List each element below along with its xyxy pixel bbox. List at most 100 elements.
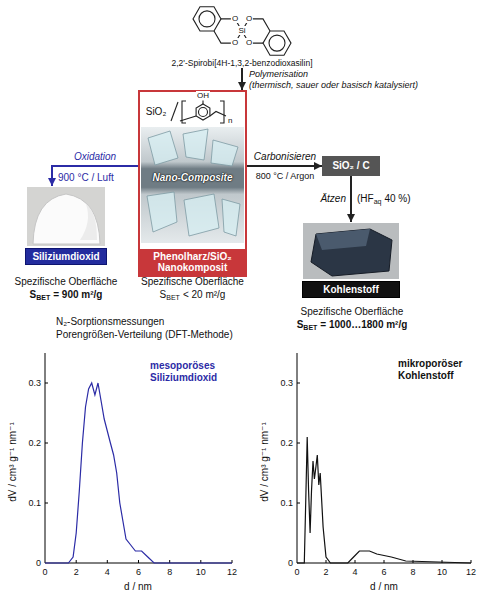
surface-value: = 900 m²/g: [53, 289, 102, 300]
glass-shard: [147, 192, 177, 232]
photo-caption: Nano-Composite: [153, 172, 233, 183]
label-row: 8: [410, 567, 415, 578]
label-row: 0.2: [280, 438, 293, 449]
tick-label: 6: [381, 567, 386, 577]
tick-label: 0: [294, 567, 299, 577]
atom-label: Si: [237, 26, 246, 35]
label-row: 2: [323, 567, 328, 578]
phenol-ring: [196, 104, 210, 120]
edge-label: Carbonisieren: [254, 151, 316, 163]
aromatic-circle: [269, 35, 285, 51]
polymer-bracket: [182, 101, 186, 123]
label-row: 800 °C / Argon: [256, 171, 315, 182]
composite-photo: [141, 127, 244, 243]
tick-label: 4: [105, 567, 110, 577]
axis-title: d / nm: [370, 581, 398, 592]
surface-value: BET: [36, 294, 50, 301]
atom-label: O: [245, 38, 253, 47]
surface-value: = 1000…1800 m²/g: [320, 319, 407, 330]
node-label: Siliziumdioxid: [25, 248, 107, 265]
label-row: dV / cm³ g⁻¹ nm⁻¹: [259, 422, 271, 501]
label-row: O: [231, 39, 239, 47]
intermediate-box: SiO₂ / C: [322, 156, 380, 176]
label-row: Spezifische Oberfläche: [301, 306, 404, 318]
tick-label: 4: [352, 567, 357, 577]
tick-label: 0.3: [280, 378, 293, 388]
silica-shading: [80, 204, 97, 240]
label-row: n: [228, 116, 232, 125]
product-panel: Siliziumdioxid: [25, 186, 107, 265]
node-label: Kohlenstoff: [302, 281, 400, 298]
label-row: Spezifische Oberfläche: [141, 276, 244, 288]
condition-label: 40 %): [384, 193, 410, 204]
surface-label: Spezifische Oberfläche: [141, 276, 244, 287]
label-row: 10: [437, 567, 447, 578]
label-row: SiO₂: [146, 106, 167, 118]
glass-shard: [184, 194, 219, 236]
label-row: (thermisch, sauer oder basisch katalysie…: [249, 80, 418, 91]
axis-title: d / nm: [124, 581, 152, 592]
label-row: 0.1: [280, 498, 293, 509]
atom-label: O: [231, 38, 239, 47]
tick-label: 10: [196, 567, 206, 577]
tick-label: 0: [288, 558, 293, 568]
tick-label: 8: [410, 567, 415, 577]
carbon-facet: [316, 229, 370, 250]
edge-label: Ätzen: [320, 193, 346, 205]
condition-label: (thermisch, sauer oder basisch katalysie…: [249, 80, 418, 90]
label-row: mikroporöser Kohlenstoff: [398, 358, 480, 382]
atom-label: O: [245, 14, 253, 23]
label-row: 12: [466, 567, 476, 578]
label-row: SBET< 20 m²/g: [160, 289, 226, 304]
label-row: d / nm: [124, 581, 152, 593]
surface-value: S: [297, 319, 304, 330]
glass-shard: [222, 199, 240, 236]
process-arrow: [247, 165, 322, 167]
tick-label: 0: [42, 567, 47, 577]
label-row: 4: [105, 567, 110, 578]
label-row: 6: [136, 567, 141, 578]
edge-label: Polymerisation: [249, 69, 308, 80]
label-row: OH: [196, 92, 210, 100]
silica-monolith: [33, 194, 100, 244]
condition-label: (HF: [357, 193, 374, 204]
label-row: O: [245, 39, 253, 47]
benzene-ring: [263, 31, 291, 55]
glass-shard: [148, 131, 178, 165]
tick-label: 0.3: [28, 378, 41, 388]
label-row: d / nm: [370, 581, 398, 593]
aromatic-circle: [199, 11, 215, 27]
tick-label: 10: [437, 567, 447, 577]
silica-photo: [27, 187, 105, 246]
label-row: 0: [288, 558, 293, 569]
tick-label: 12: [466, 567, 476, 577]
label-row: Si: [237, 27, 246, 35]
pore-size-curve: [45, 383, 232, 563]
label-row: 0.2: [28, 438, 41, 449]
label-row: SBET= 900 m²/g: [30, 289, 103, 304]
surface-label: Spezifische Oberfläche: [301, 306, 404, 317]
label-row: SBET= 1000…1800 m²/g: [297, 319, 408, 334]
process-arrow: [350, 176, 352, 222]
tick-label: 2: [74, 567, 79, 577]
label-row: O: [231, 15, 239, 23]
chart-axes: [45, 353, 232, 563]
label-row: Porengrößen-Verteilung (DFT-Methode): [56, 329, 233, 341]
polymer-bracket: [220, 101, 224, 123]
label-row: 0: [36, 558, 41, 569]
glass-shard: [183, 129, 208, 160]
surface-label: Spezifische Oberfläche: [15, 276, 118, 287]
label-row: 0: [42, 567, 47, 578]
atom-label: O: [231, 14, 239, 23]
tick-label: 0.2: [28, 438, 41, 448]
edge-label: Oxidation: [74, 151, 116, 163]
label-row: 900 °C / Luft: [58, 172, 114, 184]
surface-value: S: [30, 289, 37, 300]
series-label: mikroporöser Kohlenstoff: [398, 358, 462, 381]
condition-label: 900 °C / Luft: [58, 172, 114, 183]
chart-heading: Porengrößen-Verteilung (DFT-Methode): [56, 329, 233, 340]
label-row: Spezifische Oberfläche: [15, 276, 118, 288]
surface-value: BET: [166, 294, 180, 301]
condition-label: 800 °C / Argon: [256, 171, 315, 181]
formula-label: OH: [196, 91, 210, 100]
